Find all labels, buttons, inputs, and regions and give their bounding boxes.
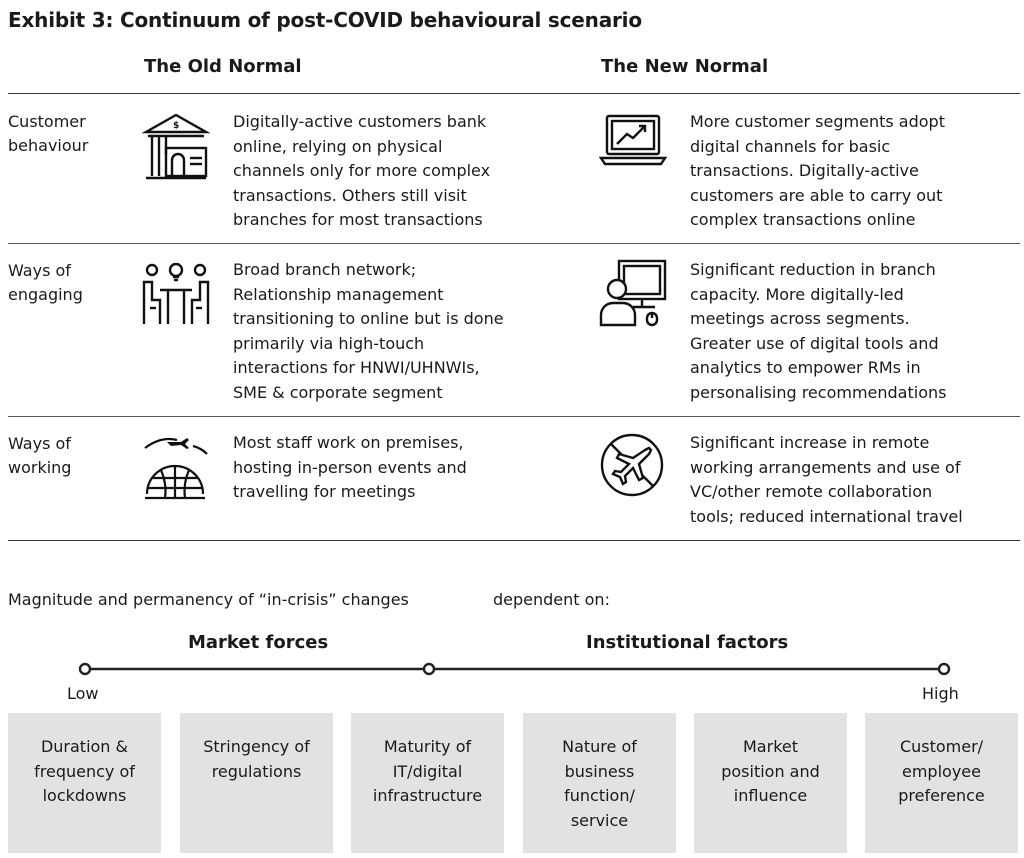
scale-end-high: High [922,684,959,703]
scale-label-market-forces: Market forces [188,632,329,653]
factor-box-business-function: Nature of business function/ service [523,713,676,853]
scale-end-low: Low [67,684,99,703]
computer-user-icon [599,259,667,327]
no-flight-icon [599,432,667,500]
factor-box-regulations: Stringency of regulations [180,713,333,853]
row-divider-1 [8,243,1020,244]
old-normal-text-customer: Digitally-active customers bank online, … [233,112,491,229]
column-header-new-normal: The New Normal [601,56,769,77]
scale-marker-mid [422,662,436,676]
scale-line [78,662,951,676]
old-normal-text-engaging: Broad branch network; Relationship manag… [233,260,504,402]
new-normal-text-engaging: Significant reduction in branch capacity… [690,260,947,402]
dependency-note-right: dependent on: [493,590,610,609]
bank-building-icon: $ [141,112,211,180]
factor-label: Stringency of regulations [203,737,310,781]
old-normal-text-working: Most staff work on premises, hosting in-… [233,433,467,501]
factor-label: Nature of business function/ service [562,737,637,830]
row-label-ways-of-engaging: Ways of engaging [8,261,83,304]
row-divider-2 [8,416,1020,417]
factor-box-lockdowns: Duration & frequency of lockdowns [8,713,161,853]
table-bottom-rule [8,540,1020,541]
globe-plane-icon [141,432,209,500]
factor-box-customer-preference: Customer/ employee preference [865,713,1018,853]
svg-text:$: $ [173,121,179,131]
scale-marker-low [78,662,92,676]
scale-label-institutional-factors: Institutional factors [586,632,789,653]
factor-box-market-position: Market position and influence [694,713,847,853]
factor-label: Market position and influence [721,737,820,805]
row-label-ways-of-working: Ways of working [8,434,72,477]
meeting-table-icon [142,258,210,326]
new-normal-text-working: Significant increase in remote working a… [690,433,963,526]
row-label-customer-behaviour: Customer behaviour [8,112,89,155]
factor-box-it-infrastructure: Maturity of IT/digital infrastructure [351,713,504,853]
factor-label: Duration & frequency of lockdowns [34,737,135,805]
exhibit-title: Exhibit 3: Continuum of post-COVID behav… [8,8,642,32]
factor-label: Maturity of IT/digital infrastructure [372,737,483,805]
laptop-chart-icon [598,110,668,178]
column-header-old-normal: The Old Normal [144,56,302,77]
header-rule [8,93,1020,94]
new-normal-text-customer: More customer segments adopt digital cha… [690,112,945,229]
factor-label: Customer/ employee preference [898,737,985,805]
scale-marker-high [937,662,951,676]
dependency-note-left: Magnitude and permanency of “in-crisis” … [8,590,409,609]
